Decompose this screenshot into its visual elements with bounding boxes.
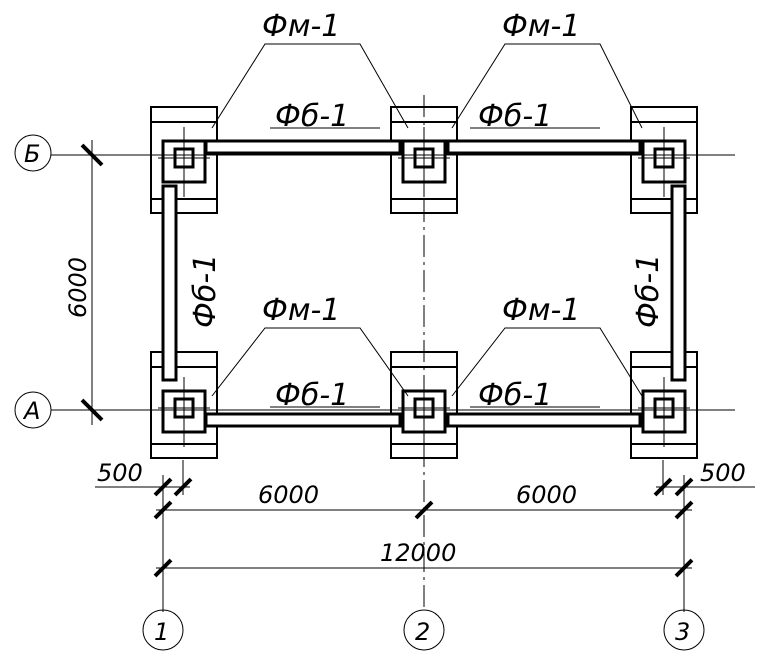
beam-top-right <box>446 139 642 155</box>
beam-right <box>670 184 687 382</box>
pile-cap <box>390 106 458 214</box>
label-pile-cap: Фм-1 <box>262 293 340 328</box>
label-beam-vertical: Фб-1 <box>631 254 666 328</box>
beam-left <box>161 184 178 382</box>
pile-cap <box>150 351 218 459</box>
axis-label-col-3: 3 <box>675 618 690 646</box>
dim-span-1-2: 6000 <box>258 481 319 509</box>
label-beam: Фб-1 <box>275 99 349 134</box>
foundation-beams <box>161 139 687 428</box>
axis-label-col-2: 2 <box>415 618 430 646</box>
dim-offset-right: 500 <box>700 459 746 487</box>
label-beam: Фб-1 <box>275 378 349 413</box>
label-pile-cap: Фм-1 <box>502 9 580 44</box>
label-beam-vertical: Фб-1 <box>188 254 223 328</box>
grid-axes <box>51 95 735 612</box>
axis-label-row-a: А <box>22 397 40 425</box>
pile-caps <box>150 106 698 459</box>
beam-bottom-left <box>204 412 402 428</box>
pile-cap <box>390 351 458 459</box>
pile-cap <box>630 106 698 214</box>
axis-markers <box>14 134 705 651</box>
label-beam: Фб-1 <box>478 99 552 134</box>
dim-row-spacing: 6000 <box>64 257 92 318</box>
dim-total: 12000 <box>380 539 456 567</box>
beam-bottom-right <box>446 412 642 428</box>
beam-top-left <box>204 139 402 155</box>
label-pile-cap: Фм-1 <box>262 9 340 44</box>
dim-offset-left: 500 <box>97 459 143 487</box>
dim-span-2-3: 6000 <box>516 481 577 509</box>
leader-lines <box>211 43 643 408</box>
pile-cap <box>630 351 698 459</box>
pile-cap <box>150 106 218 214</box>
axis-label-row-b: Б <box>24 140 40 168</box>
label-pile-cap: Фм-1 <box>502 293 580 328</box>
dimension-lines <box>62 140 755 578</box>
axis-label-col-1: 1 <box>154 618 169 646</box>
label-beam: Фб-1 <box>478 378 552 413</box>
